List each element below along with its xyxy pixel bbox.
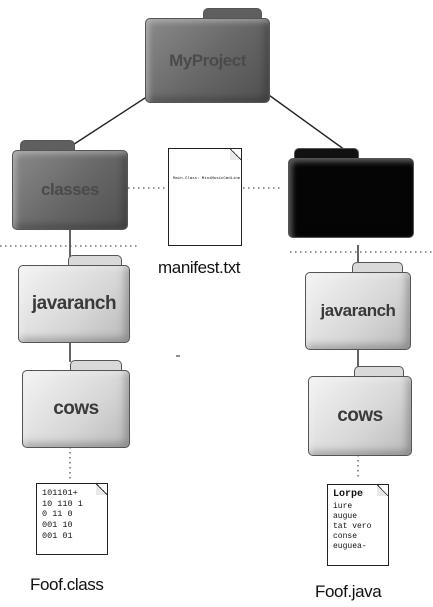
folder-source-label [288, 158, 414, 238]
folder-cows-right[interactable]: cows [308, 366, 412, 456]
link-root-source [254, 84, 346, 151]
java-file-caption: Foof.java [315, 582, 382, 601]
class-file-line: 001 01 [42, 530, 73, 541]
class-file-line: 101101+ [42, 488, 78, 498]
folder-classes-label: classes [12, 150, 128, 230]
folder-classes[interactable]: classes [12, 140, 128, 230]
folder-javaranch-right-label: javaranch [305, 272, 411, 350]
folder-cows-left-label: cows [22, 370, 130, 448]
folder-cows-right-label: cows [308, 376, 412, 456]
manifest-file-icon[interactable]: Main-Class: MiniMusicCmdLine [168, 148, 242, 246]
folder-javaranch-right[interactable]: javaranch [305, 262, 411, 350]
folder-myproject-label: MyProject [145, 18, 270, 103]
folder-source[interactable] [288, 148, 414, 238]
class-file-line: 001 10 [42, 519, 73, 530]
java-file-line: iure [333, 501, 353, 511]
class-file-line: 10 110 1 [42, 498, 83, 509]
folder-javaranch-left[interactable]: javaranch [18, 255, 130, 343]
class-file-line: 0 11 0 [42, 509, 73, 520]
java-file-line: conse [333, 531, 358, 541]
folder-myproject[interactable]: MyProject [145, 8, 270, 103]
manifest-content: Main-Class: MiniMusicCmdLine [173, 177, 241, 181]
manifest-caption: manifest.txt [158, 258, 241, 277]
java-file-line: augue [333, 511, 358, 521]
folder-cows-left[interactable]: cows [22, 360, 130, 448]
java-file-line: tat vero [333, 521, 372, 531]
java-file-line: euguea- [333, 541, 367, 551]
class-file-caption: Foof.class [30, 575, 104, 594]
folder-javaranch-left-label: javaranch [18, 265, 130, 343]
java-file-line: Lorpe [333, 489, 364, 500]
